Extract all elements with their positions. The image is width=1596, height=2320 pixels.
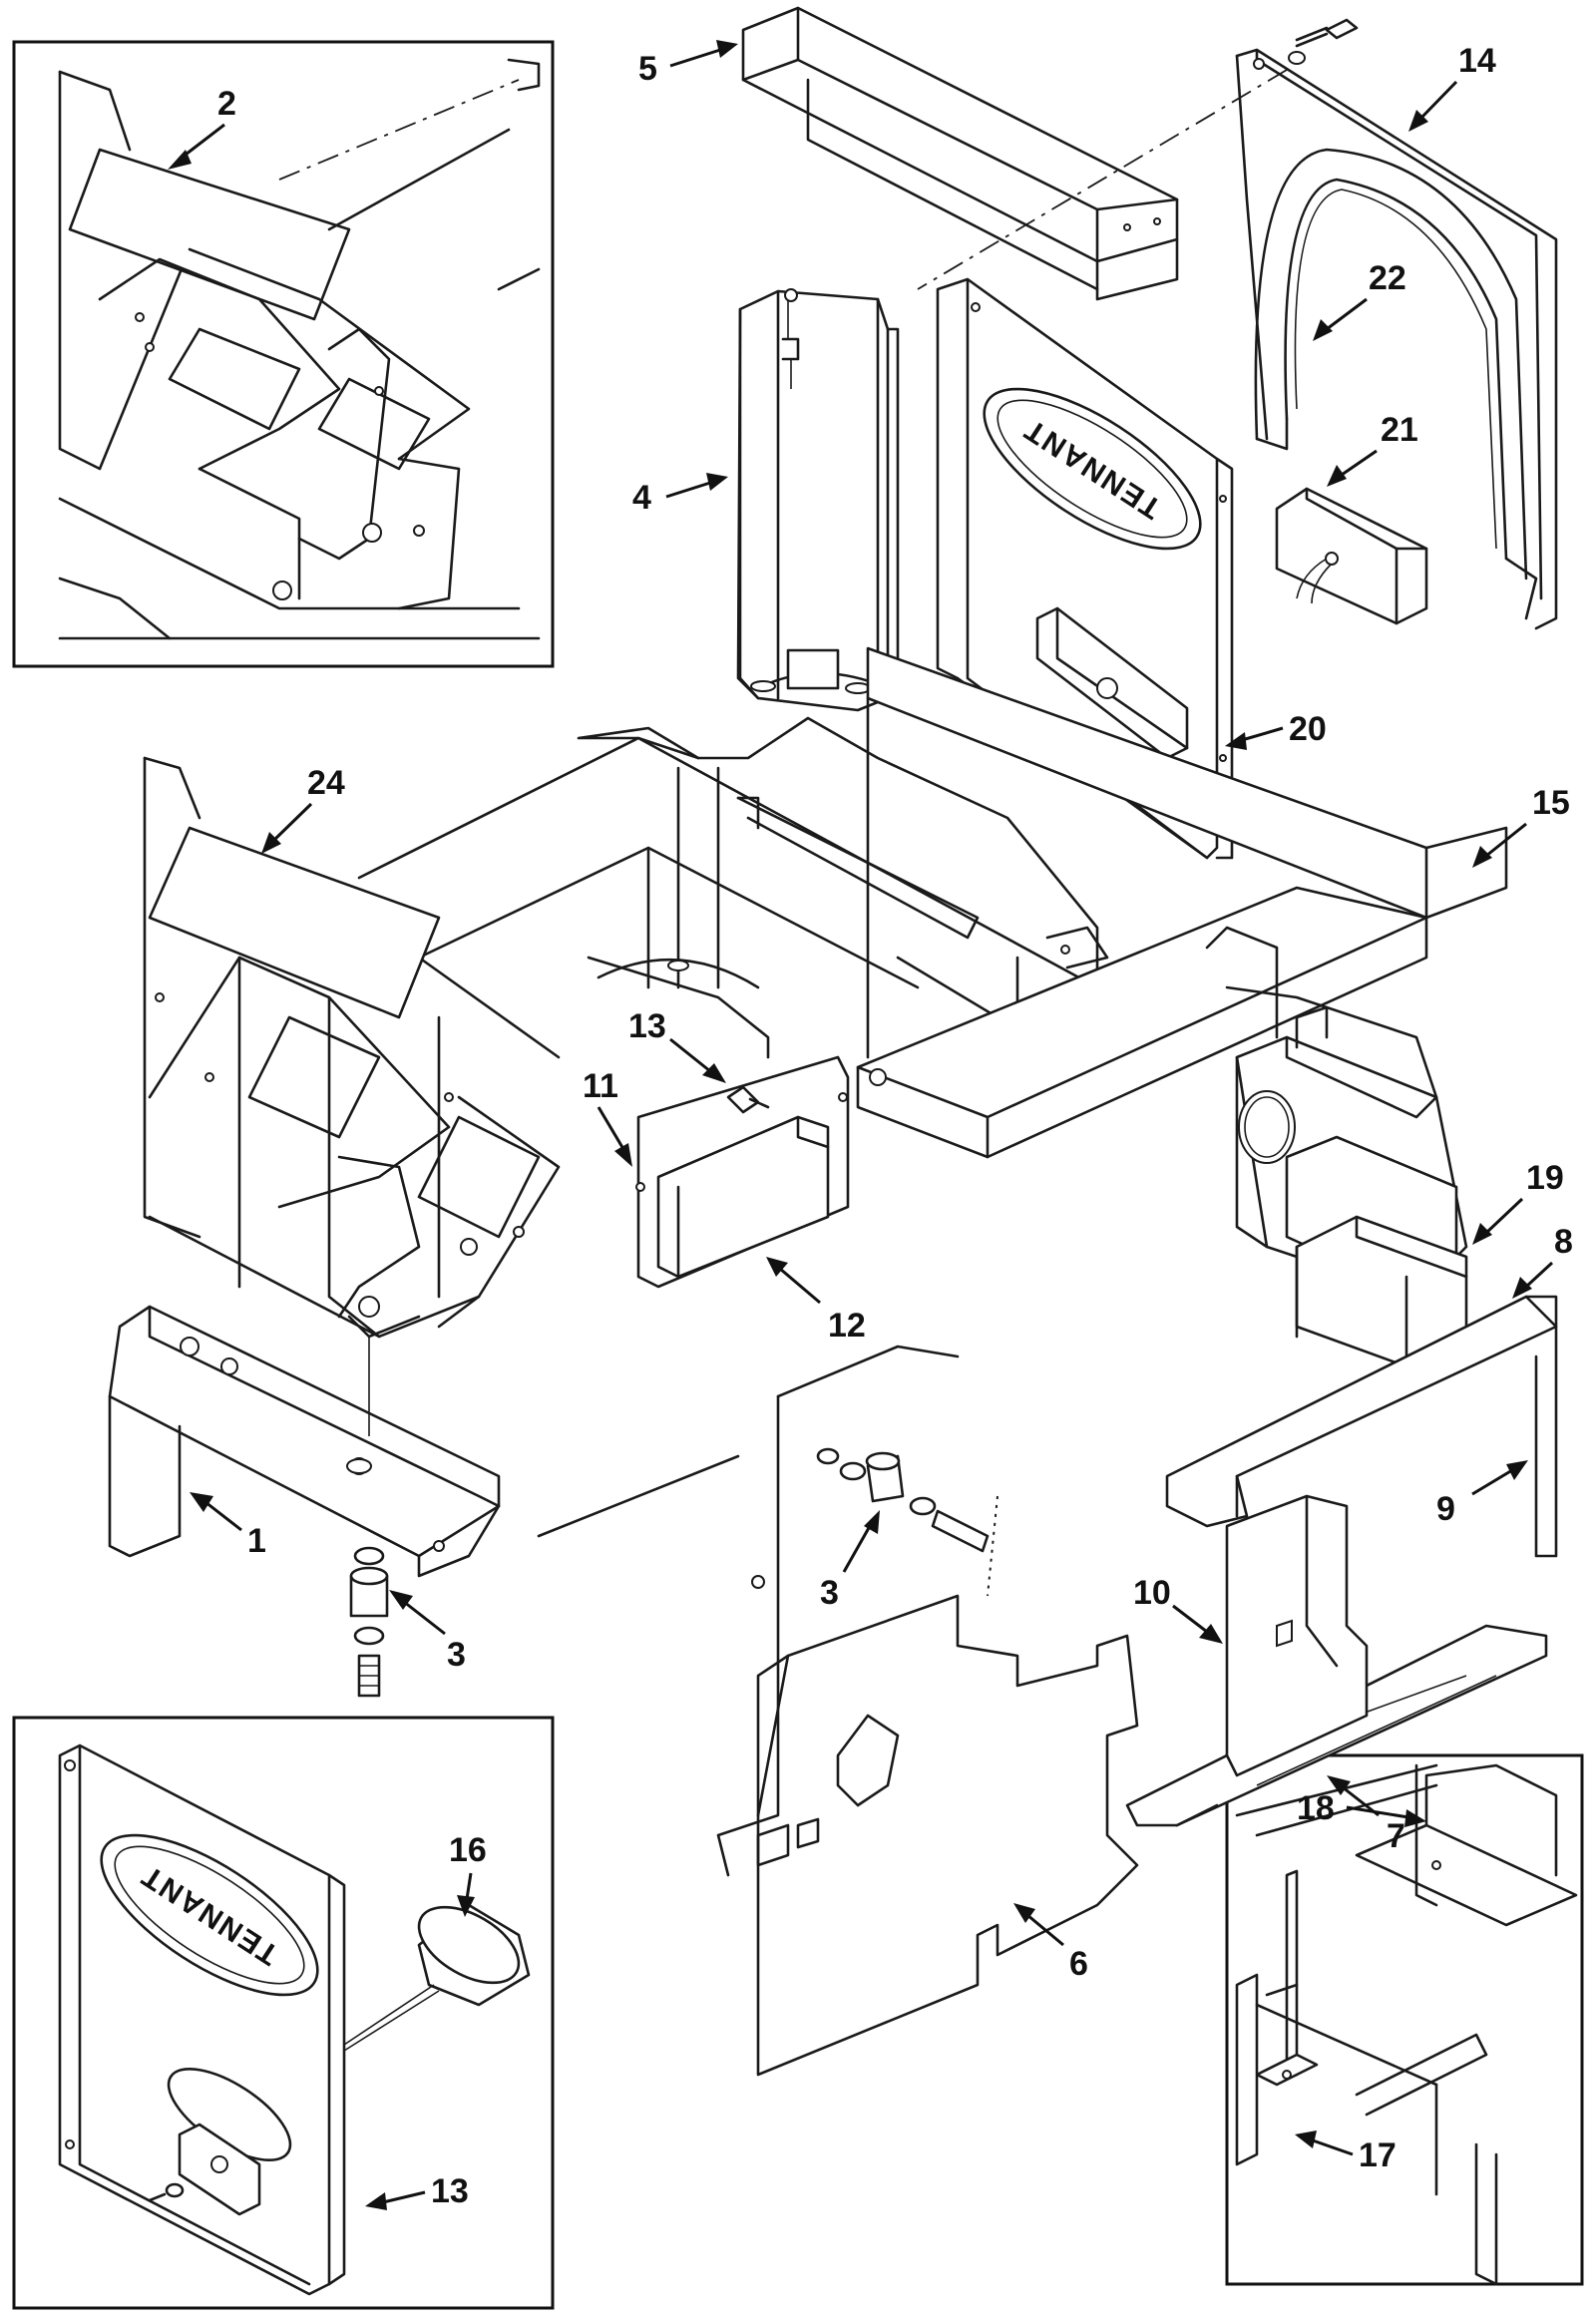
- svg-text:4: 4: [632, 479, 651, 517]
- svg-text:6: 6: [1069, 1945, 1088, 1983]
- svg-text:3: 3: [820, 1574, 839, 1612]
- filter-tray: [635, 1055, 850, 1289]
- svg-text:16: 16: [449, 1831, 487, 1869]
- svg-text:1: 1: [247, 1522, 266, 1560]
- svg-text:17: 17: [1359, 2136, 1396, 2174]
- callout-9: 9: [1436, 1460, 1528, 1528]
- detail-frame-top-left: [12, 40, 555, 668]
- svg-text:11: 11: [583, 1067, 618, 1105]
- callout-12: 12: [766, 1257, 866, 1345]
- callout-20: 19: [1472, 1159, 1564, 1245]
- svg-text:15: 15: [1532, 784, 1570, 822]
- main-chassis-frame: [357, 716, 1109, 1089]
- side-mount-plate: [537, 1345, 960, 1877]
- detail-bracket-assembly: [58, 58, 541, 640]
- callout-10: 10: [1133, 1574, 1223, 1644]
- side-bracket-plate: [1225, 1494, 1369, 1777]
- svg-text:12: 12: [828, 1307, 866, 1345]
- detail-side-panel-with-light: TENNANT: [58, 1743, 531, 2296]
- right-side-rail: [1165, 1295, 1558, 1558]
- upright-channel: [736, 288, 900, 712]
- front-lower-panel: [756, 1594, 1139, 2077]
- svg-text:10: 10: [1133, 1574, 1171, 1612]
- callout-4: 4: [632, 473, 728, 517]
- light-housing: [1275, 487, 1428, 625]
- isolator-mount-stack-left: [349, 1337, 389, 1698]
- svg-text:14: 14: [1458, 42, 1496, 80]
- rear-arch-panel: [1235, 48, 1558, 630]
- detail-bracket-mount: [1235, 1763, 1578, 2286]
- svg-text:5: 5: [638, 50, 657, 88]
- callout-13: 13: [628, 1007, 726, 1083]
- callout-24: 24: [261, 764, 345, 854]
- detail-frame-bottom-right: [1225, 1753, 1584, 2286]
- svg-text:2: 2: [217, 85, 236, 123]
- svg-text:9: 9: [1436, 1490, 1455, 1528]
- svg-text:13: 13: [431, 2172, 469, 2210]
- svg-text:22: 22: [1369, 259, 1406, 297]
- callout-15: 15: [1472, 784, 1570, 868]
- svg-text:24: 24: [307, 764, 345, 802]
- callout-18: 17: [1295, 2130, 1396, 2174]
- svg-text:13: 13: [628, 1007, 666, 1045]
- svg-text:3: 3: [447, 1636, 466, 1674]
- top-cover-panel: [741, 6, 1179, 301]
- isolator-mount-stack-center: [816, 1447, 998, 1597]
- top-bolt-and-washer: [917, 18, 1359, 290]
- callout-2: 2: [168, 85, 236, 170]
- callout-8: 8: [1512, 1223, 1573, 1299]
- svg-text:21: 21: [1381, 411, 1418, 449]
- base-bracket: [108, 1305, 501, 1578]
- callout-17: 16: [449, 1831, 487, 1917]
- callout-11: 11: [583, 1067, 632, 1167]
- tray-screw: [726, 1085, 770, 1114]
- callout-3-left: 3: [389, 1590, 466, 1674]
- callout-21: 20: [1225, 710, 1327, 750]
- tennant-logo-oval: [983, 387, 1202, 551]
- callout-5: 5: [638, 40, 738, 88]
- callout-22: 21: [1327, 411, 1418, 487]
- detail-frame-bottom-left: [12, 1716, 555, 2310]
- svg-text:8: 8: [1554, 1223, 1573, 1261]
- callout-3-center: 3: [820, 1510, 880, 1612]
- left-mount-bracket: [143, 756, 561, 1339]
- callout-14: 13: [365, 2172, 469, 2210]
- callout-23: 22: [1313, 259, 1406, 341]
- callout-1: 1: [190, 1492, 266, 1560]
- right-frame-rail: [856, 646, 1508, 1159]
- svg-text:19: 19: [1526, 1159, 1564, 1197]
- svg-text:18: 18: [1297, 1789, 1335, 1827]
- callout-6: 6: [1013, 1903, 1088, 1983]
- svg-text:7: 7: [1387, 1817, 1405, 1855]
- callout-16: 14: [1408, 42, 1496, 132]
- electrical-box: [1295, 1215, 1468, 1368]
- svg-text:20: 20: [1289, 710, 1327, 748]
- callout-19: 18: [1297, 1789, 1426, 1827]
